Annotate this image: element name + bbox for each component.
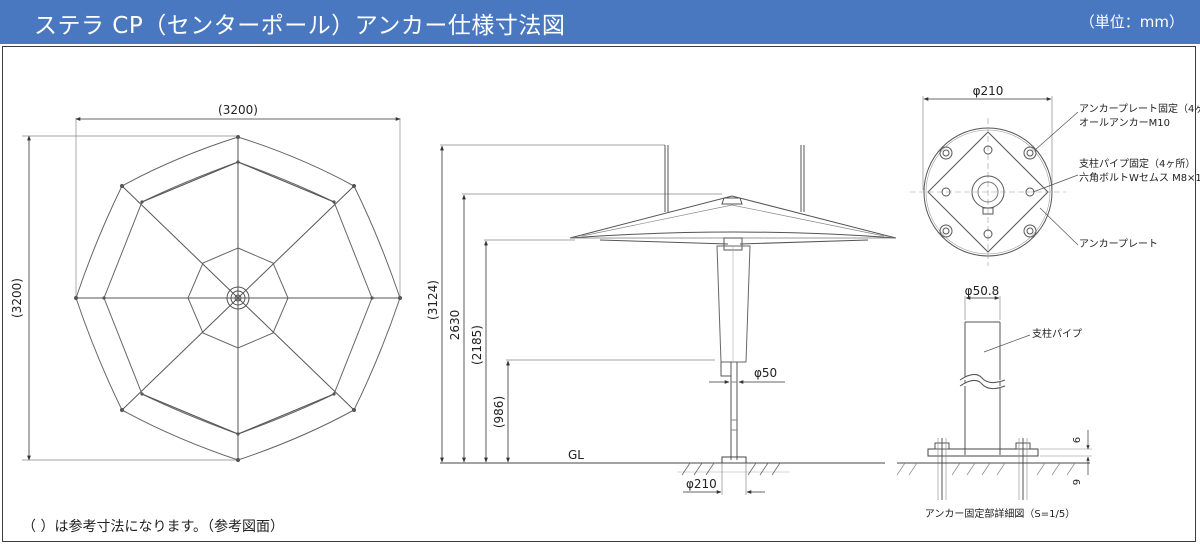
title-bar: ステラ CP（センターポール）アンカー仕様寸法図 （単位：mm） [0,0,1200,44]
pipe-bolt-label: 六角ボルトWセムス M8×15 [1079,172,1200,184]
drawing-frame [2,46,1196,542]
page-title: ステラ CP（センターポール）アンカー仕様寸法図 [34,13,566,39]
dim-986: (986) [492,396,506,428]
side-view [440,144,897,495]
dim-total-height: (3124) [426,280,440,320]
detail-dim-6: 6 [1072,437,1083,443]
anchor-detail-view [896,296,1092,500]
anchor-plate-label: アンカープレート [1079,238,1158,250]
anchor-plate-view [910,96,1079,266]
plan-view [22,117,402,462]
pipe-diameter-label: φ50.8 [965,284,1000,298]
detail-dim-9: 9 [1072,479,1083,485]
base-diameter-label: φ210 [686,477,717,491]
plate-diameter-label: φ210 [973,84,1004,98]
pipe-label: 支柱パイプ [1032,327,1082,340]
plan-height-dim: (3200) [10,278,24,318]
pole-diameter-label: φ50 [754,366,777,380]
plan-width-dim: (3200) [218,103,258,117]
unit-label: （単位：mm） [1079,13,1184,31]
ground-level-label: GL [568,448,584,462]
anchor-bolt-label: オールアンカーM10 [1079,117,1170,129]
anchor-fix-label: アンカープレート固定（4ヶ所） [1079,102,1200,115]
dim-2185: (2185) [470,325,484,365]
dim-2630: 2630 [448,310,462,341]
detail-caption: アンカー固定部詳細図（S=1/5） [925,507,1075,520]
footnote: （ ）は参考寸法になります。（参考図面） [22,519,285,535]
pipe-fix-label: 支柱パイプ固定（4ヶ所） [1079,157,1195,170]
